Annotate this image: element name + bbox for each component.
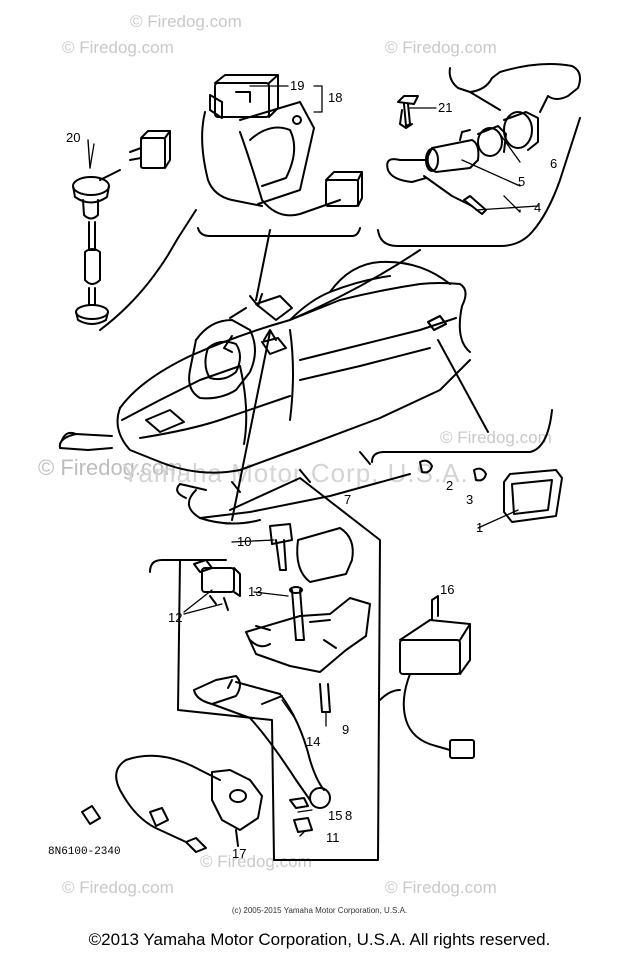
part-label-8: 8: [345, 808, 352, 823]
part-label-5: 5: [518, 174, 525, 189]
leader-line-switch: [289, 249, 421, 321]
watermark-bottom-left: © Firedog.com: [62, 878, 174, 897]
relay-assembly: [197, 74, 363, 237]
part-label-10: 10: [237, 534, 251, 549]
part-label-19: 19: [290, 78, 304, 93]
part-labels: 1 2 3 4 5 6 7 8 9 10 11 12 13 14 15 16 1…: [66, 78, 557, 861]
leader-line-throttle: [231, 331, 271, 521]
part-label-2: 2: [446, 478, 453, 493]
main-switch-assembly: [377, 63, 581, 247]
copyright-small: (c) 2005-2015 Yamaha Motor Corporation, …: [231, 906, 408, 915]
part-label-14: 14: [306, 734, 320, 749]
part-label-7: 7: [344, 492, 351, 507]
label-leaders: [89, 85, 539, 837]
kill-switch-assembly: [72, 130, 197, 331]
part-label-15: 15: [328, 808, 342, 823]
part-label-13: 13: [248, 584, 262, 599]
leader-line-tail: [437, 339, 489, 433]
snowmobile-body: [58, 260, 471, 525]
watermark-top-left: © Firedog.com: [62, 38, 174, 57]
leader-arrow-relay: [249, 293, 263, 307]
part-label-12: 12: [168, 610, 182, 625]
part-label-18: 18: [328, 90, 342, 105]
watermark-top-center: © Firedog.com: [130, 12, 242, 31]
throttle-housing-assembly: [149, 477, 381, 861]
part-label-20: 20: [66, 130, 80, 145]
part-label-16: 16: [440, 582, 454, 597]
part-label-1: 1: [476, 520, 483, 535]
exploded-parts-diagram: 1 2 3 4 5 6 7 8 9 10 11 12 13 14 15 16 1…: [58, 63, 581, 861]
part-label-6: 6: [550, 156, 557, 171]
part-label-3: 3: [466, 492, 473, 507]
part-label-4: 4: [534, 200, 541, 215]
diagram-code: 8N6100-2340: [48, 846, 121, 858]
part-label-11: 11: [326, 830, 340, 845]
leader-line-relay: [255, 229, 271, 301]
part-label-17: 17: [232, 846, 246, 861]
part-label-9: 9: [342, 722, 349, 737]
copyright-footer: ©2013 Yamaha Motor Corporation, U.S.A. A…: [88, 930, 551, 949]
leader-arrow-throttle: [263, 329, 277, 341]
watermark-top-right: © Firedog.com: [385, 38, 497, 57]
brake-switch-assembly: [81, 754, 263, 853]
watermark-bottom-right: © Firedog.com: [385, 878, 497, 897]
part-label-21: 21: [438, 100, 452, 115]
watermark-mid-right: © Firedog.com: [440, 428, 552, 447]
connector-assembly: [379, 595, 475, 759]
tail-light-assembly: [371, 409, 563, 523]
watermark-left-large: © Firedog.com: [38, 455, 183, 480]
watermark-bottom-mid: © Firedog.com: [200, 852, 312, 871]
watermark-center: Yamaha Motor Corp, U.S.A.: [122, 458, 469, 488]
